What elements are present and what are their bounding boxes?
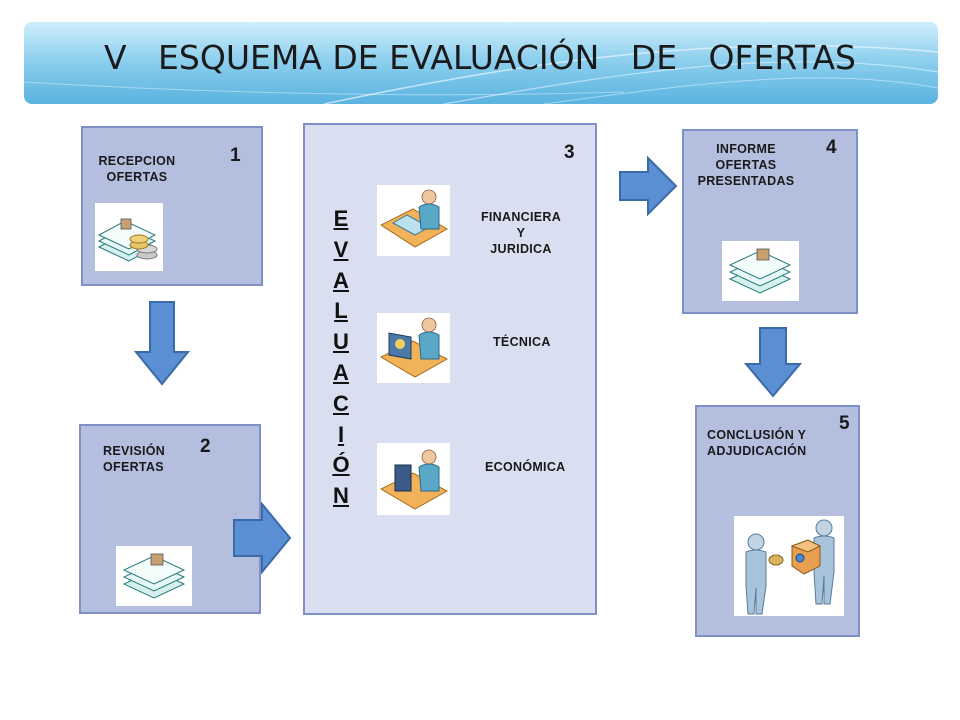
handover-delivery-icon xyxy=(734,516,844,616)
arrow-down-4-5 xyxy=(744,327,802,398)
report-documents-icon xyxy=(722,241,799,301)
step-1-number: 1 xyxy=(230,145,241,166)
arrow-down-1-2 xyxy=(134,301,190,386)
person-at-computer-icon xyxy=(377,185,450,256)
step-5-label-line: CONCLUSIÓN Y xyxy=(707,428,807,442)
tecnica-label-line: TÉCNICA xyxy=(493,335,551,349)
step-5-number: 5 xyxy=(839,413,850,434)
vertical-letter: N xyxy=(333,483,349,509)
financiera-label: FINANCIERA Y JURIDICA xyxy=(466,209,576,257)
step-2-label-line: REVISIÓN xyxy=(103,444,166,458)
banner-decoration xyxy=(24,44,938,104)
step-4-label-line: PRESENTADAS xyxy=(697,174,795,188)
step-4-label: INFORME OFERTAS PRESENTADAS xyxy=(682,141,810,189)
vertical-letter: C xyxy=(333,390,349,416)
step-1-label: RECEPCION OFERTAS xyxy=(92,153,182,185)
documents-icon xyxy=(116,546,192,606)
economica-label-line: ECONÓMICA xyxy=(485,460,566,474)
step-4-label-line: INFORME xyxy=(716,142,776,156)
person-at-monitor-icon xyxy=(377,313,450,383)
step-3-number: 3 xyxy=(564,142,575,163)
financiera-label-line: Y xyxy=(516,226,526,240)
documents-coins-icon xyxy=(95,203,163,271)
step-4-number: 4 xyxy=(826,137,837,158)
economica-label: ECONÓMICA xyxy=(485,459,565,475)
vertical-letter: A xyxy=(333,267,349,293)
tecnica-label: TÉCNICA xyxy=(493,334,551,350)
step-4-label-line: OFERTAS xyxy=(715,158,777,172)
vertical-letter: L xyxy=(334,298,348,324)
page-title: V ESQUEMA DE EVALUACIÓN DE OFERTAS xyxy=(104,38,856,77)
vertical-letter: V xyxy=(333,236,349,262)
step-2-label: REVISIÓN OFERTAS xyxy=(103,443,165,475)
step-2-number: 2 xyxy=(200,436,211,457)
step-5-label-line: ADJUDICACIÓN xyxy=(707,444,807,458)
evaluacion-vertical-word: E V A L U A C I Ó N xyxy=(329,204,353,512)
financiera-label-line: FINANCIERA xyxy=(480,210,562,224)
step-1-label-line: OFERTAS xyxy=(106,170,168,184)
step-1-label-line: RECEPCION xyxy=(98,154,176,168)
step-2-label-line: OFERTAS xyxy=(103,460,164,474)
vertical-letter: Ó xyxy=(332,452,350,478)
person-at-desk-icon xyxy=(377,443,450,515)
title-banner xyxy=(24,22,938,104)
vertical-letter: E xyxy=(333,206,349,231)
arrow-right-3-4 xyxy=(619,156,678,216)
vertical-letter: A xyxy=(333,359,349,385)
step-3-box xyxy=(303,123,597,615)
vertical-letter: U xyxy=(333,329,349,355)
arrow-right-2-3 xyxy=(233,502,292,574)
vertical-letter: I xyxy=(337,421,345,447)
financiera-label-line: JURIDICA xyxy=(490,242,552,256)
step-5-label: CONCLUSIÓN Y ADJUDICACIÓN xyxy=(707,427,806,459)
